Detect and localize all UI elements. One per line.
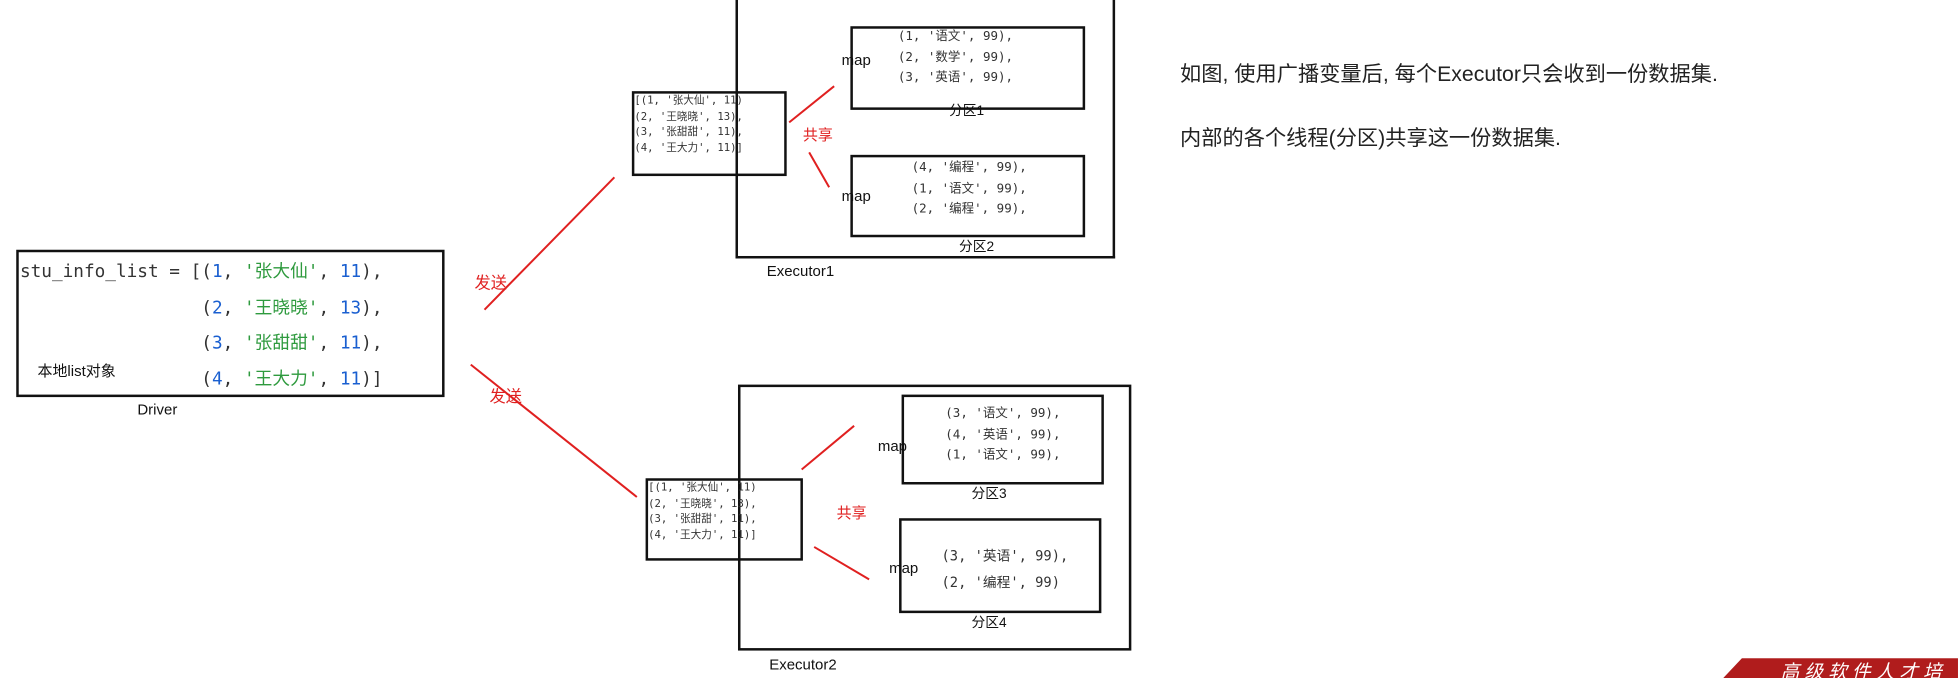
partition4-box [899, 518, 1102, 614]
partition2-map-label: map [841, 187, 871, 205]
share-line-p4 [813, 546, 870, 581]
partition1-map-label: map [841, 51, 871, 69]
partition-row: (2, '编程', 99) [941, 574, 1060, 591]
partition1-rows: (1, '语文', 99), (2, '数学', 99), (3, '英语', 99… [898, 27, 1013, 89]
broadcast-list-row: (3, '张甜甜', 11), [634, 126, 743, 139]
driver-code-line: stu_info_list = [(1, '张大仙', 11), [19, 262, 383, 283]
corner-banner: 高级软件人才培训专家 [1723, 658, 1958, 678]
partition4-caption: 分区4 [971, 615, 1007, 631]
broadcast-list-row: (4, '王大力', 11)] [634, 142, 743, 155]
explanation-line-2: 内部的各个线程(分区)共享这一份数据集. [1180, 126, 1561, 150]
partition-row: (1, '语文', 99), [945, 448, 1061, 463]
executor1-broadcast-box [631, 91, 787, 177]
partition-row: (3, '英语', 99), [941, 548, 1069, 565]
partition4-map-label: map [889, 559, 919, 577]
broadcast-list-row: [(1, '张大仙', 11) [648, 482, 757, 495]
partition-row: (4, '编程', 99), [911, 161, 1027, 175]
send-label-2: 发送 [489, 387, 522, 406]
partition-row: (1, '语文', 99), [897, 29, 1014, 44]
broadcast-list-row: (2, '王晓晓', 13), [648, 497, 757, 511]
executor2-box [737, 384, 1132, 651]
partition1-caption: 分区1 [949, 103, 985, 119]
executor2-broadcast-data: [(1, '张大仙', 11) (2, '王晓晓', 13), (3, '张甜甜',… [648, 481, 757, 544]
partition-row: (3, '语文', 99), [945, 407, 1061, 421]
broadcast-list-row: (4, '王大力', 11)] [648, 529, 757, 542]
partition-row: (2, '编程', 99), [911, 202, 1027, 217]
partition-row: (3, '英语', 99), [897, 71, 1014, 85]
driver-code-block: stu_info_list = [(1, '张大仙', 11), (2, '王晓… [20, 255, 383, 398]
partition-row: (1, '语文', 99), [911, 181, 1027, 196]
partition1-box [850, 26, 1086, 110]
partition3-rows: (3, '语文', 99), (4, '英语', 99), (1, '语文', 99… [945, 405, 1060, 467]
share-label-1: 共享 [802, 126, 833, 144]
local-list-label: 本地list对象 [37, 362, 116, 380]
driver-list-box [16, 249, 445, 398]
partition2-box [850, 154, 1086, 238]
driver-caption: Driver [137, 400, 178, 419]
driver-code-line: (2, '王晓晓', 13), [19, 297, 383, 318]
executor2-broadcast-box [645, 478, 803, 561]
send-line-executor1 [483, 176, 616, 311]
share-label-2: 共享 [836, 504, 867, 522]
partition2-rows: (4, '编程', 99), (1, '语文', 99), (2, '编程', 99… [912, 159, 1027, 221]
partition-row: (4, '英语', 99), [945, 427, 1061, 442]
partition2-caption: 分区2 [959, 239, 995, 255]
partition3-caption: 分区3 [971, 487, 1007, 502]
share-line-p1 [788, 85, 835, 124]
partition4-rows: (3, '英语', 99), (2, '编程', 99) [942, 543, 1069, 595]
executor1-caption: Executor1 [766, 262, 835, 280]
explanation-line-1: 如图, 使用广播变量后, 每个Executor只会收到一份数据集. [1180, 62, 1718, 87]
partition3-box [901, 394, 1104, 485]
broadcast-list-row: (2, '王晓晓', 13), [634, 110, 743, 124]
partition3-map-label: map [877, 437, 907, 455]
driver-code-line: (3, '张甜甜', 11), [19, 333, 383, 354]
send-line-executor2 [470, 363, 638, 498]
share-line-p3 [801, 425, 855, 471]
share-line-p2 [808, 151, 831, 188]
driver-code-line: (4, '王大力', 11)] [19, 369, 383, 390]
executor1-broadcast-data: [(1, '张大仙', 11) (2, '王晓晓', 13), (3, '张甜甜',… [634, 94, 743, 157]
broadcast-list-row: [(1, '张大仙', 11) [634, 94, 743, 108]
send-label-1: 发送 [474, 273, 507, 293]
broadcast-list-row: (3, '张甜甜', 11), [648, 513, 757, 526]
partition-row: (2, '数学', 99), [897, 50, 1014, 65]
executor2-caption: Executor2 [769, 655, 837, 674]
executor1-box [735, 0, 1116, 259]
